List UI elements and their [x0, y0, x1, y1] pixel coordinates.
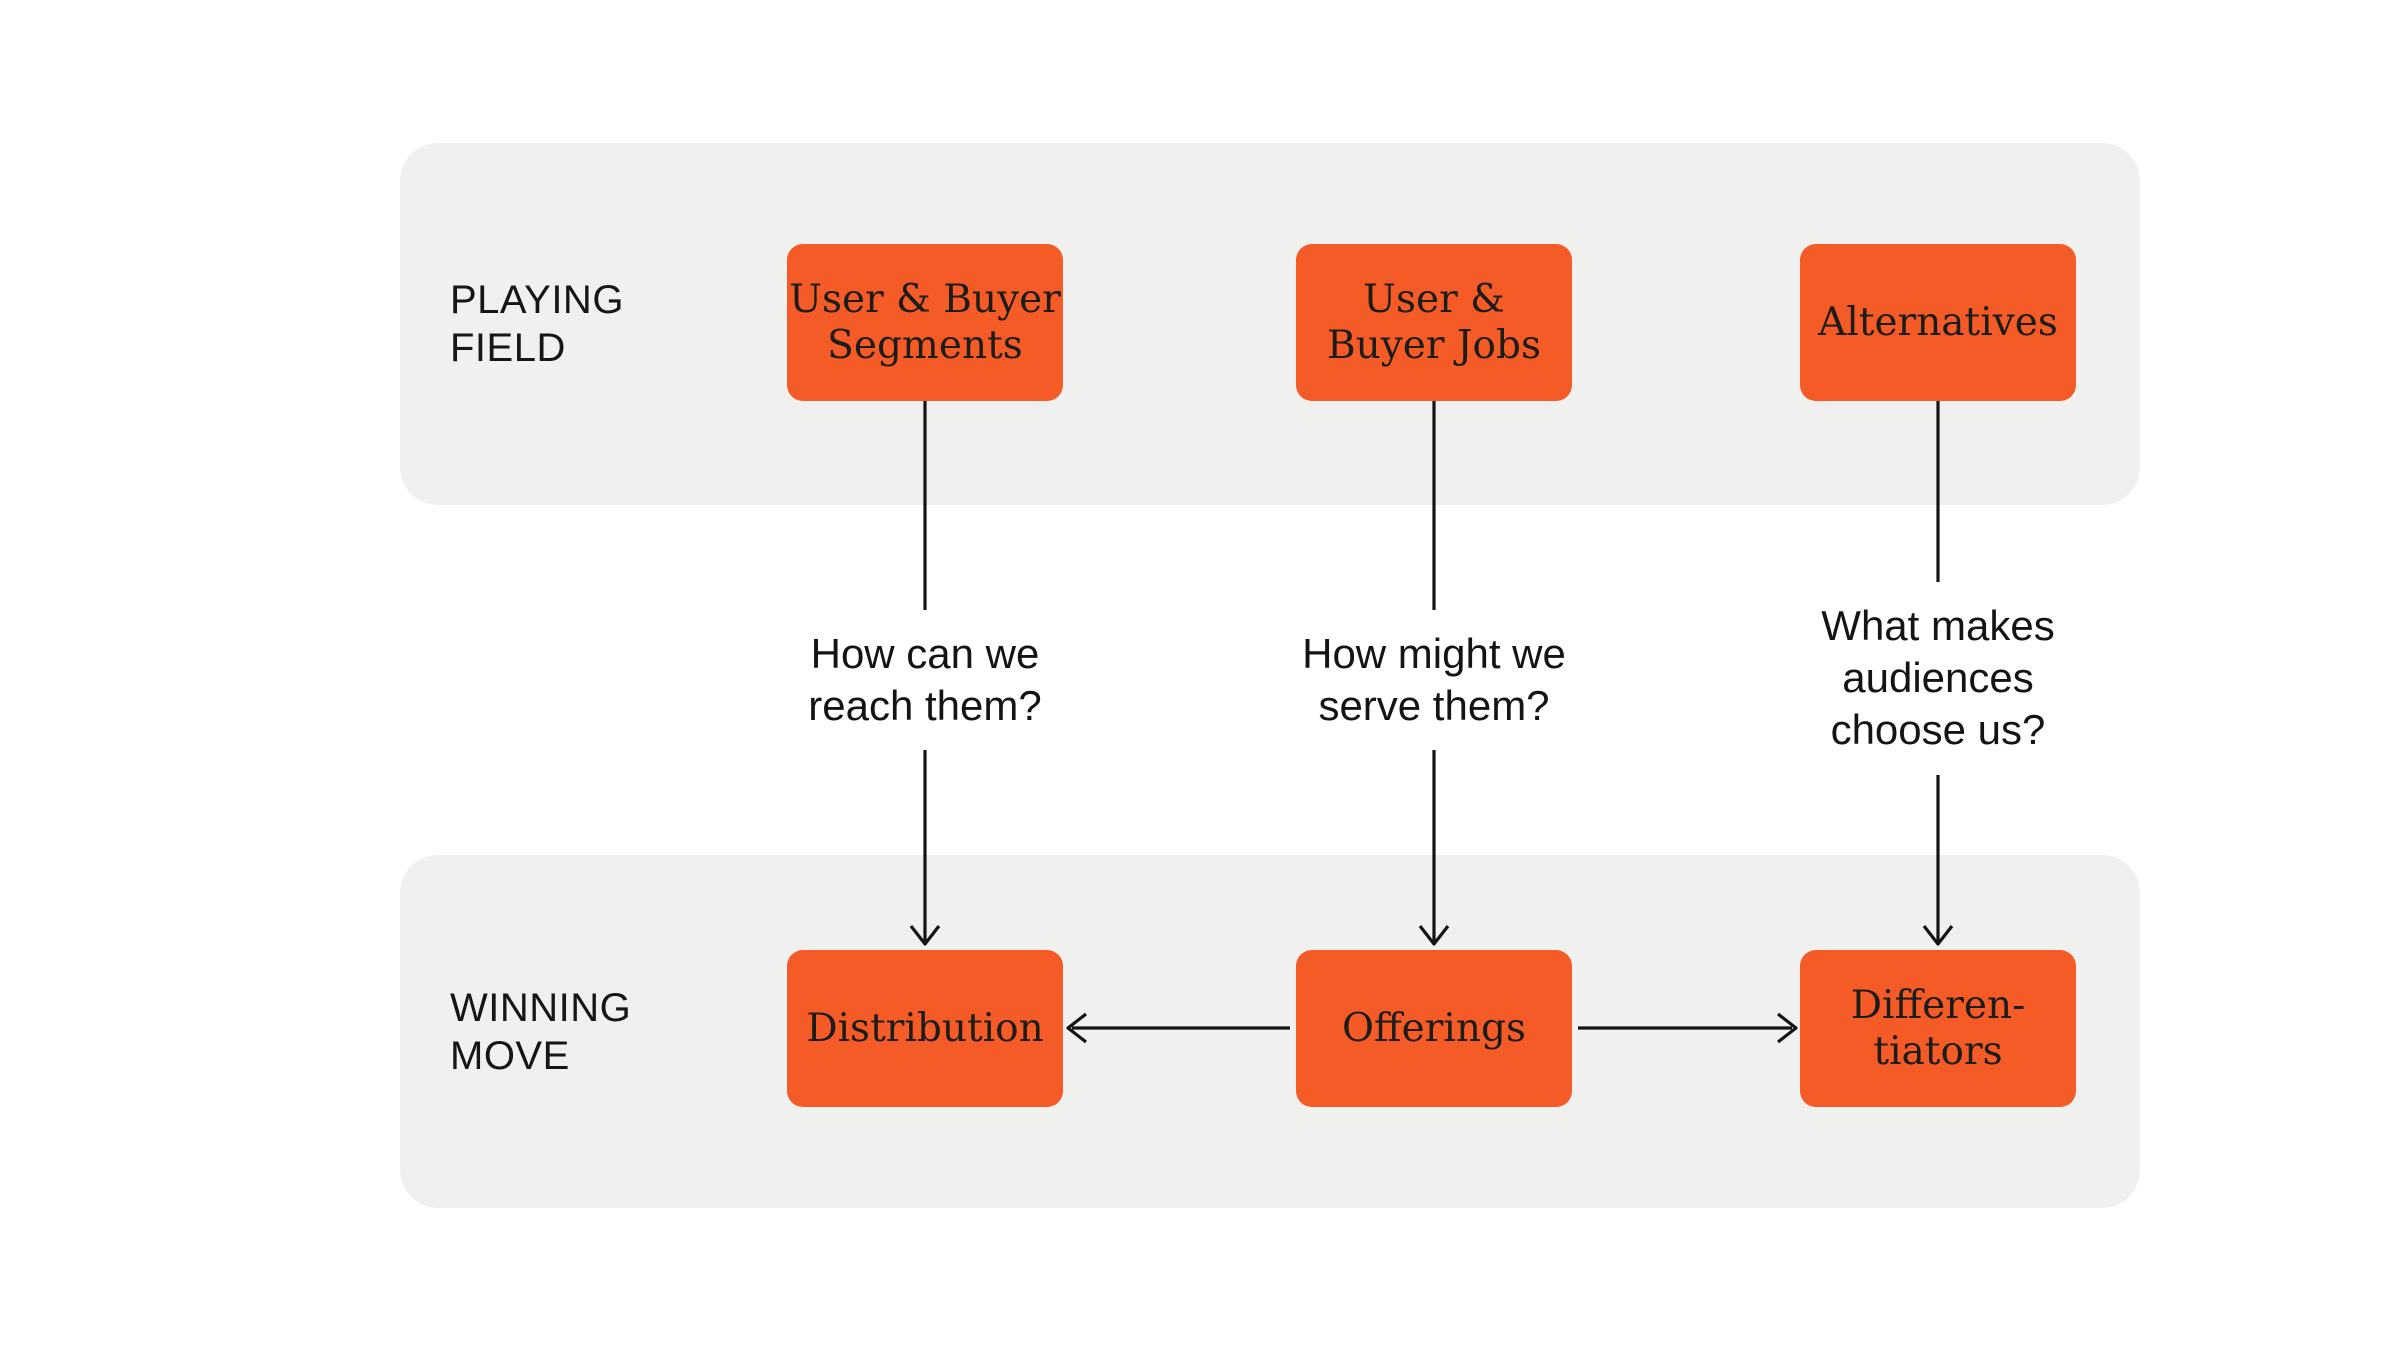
box-distribution: Distribution: [787, 950, 1063, 1107]
box-differentiators: Differen- tiators: [1800, 950, 2076, 1107]
playing-field-label: PLAYING FIELD: [450, 278, 624, 370]
box-differentiators-label: Differen- tiators: [1850, 982, 2026, 1074]
question-what-makes-audiences-choose-us: What makes audiences choose us?: [1821, 602, 2055, 753]
question-how-can-we-reach-them: How can we reach them?: [808, 630, 1042, 729]
box-user-buyer-segments: User & Buyer Segments: [787, 244, 1063, 401]
box-user-buyer-jobs: User & Buyer Jobs: [1296, 244, 1572, 401]
box-alternatives: Alternatives: [1800, 244, 2076, 401]
box-distribution-label: Distribution: [806, 1005, 1044, 1051]
box-user-buyer-segments-label: User & Buyer Segments: [789, 276, 1061, 368]
winning-move-label: WINNING MOVE: [450, 985, 632, 1078]
box-alternatives-label: Alternatives: [1818, 299, 2058, 345]
box-offerings-label: Offerings: [1342, 1005, 1526, 1051]
question-how-might-we-serve-them: How might we serve them?: [1302, 630, 1566, 729]
box-offerings: Offerings: [1296, 950, 1572, 1107]
box-user-buyer-jobs-label: User & Buyer Jobs: [1326, 276, 1542, 368]
